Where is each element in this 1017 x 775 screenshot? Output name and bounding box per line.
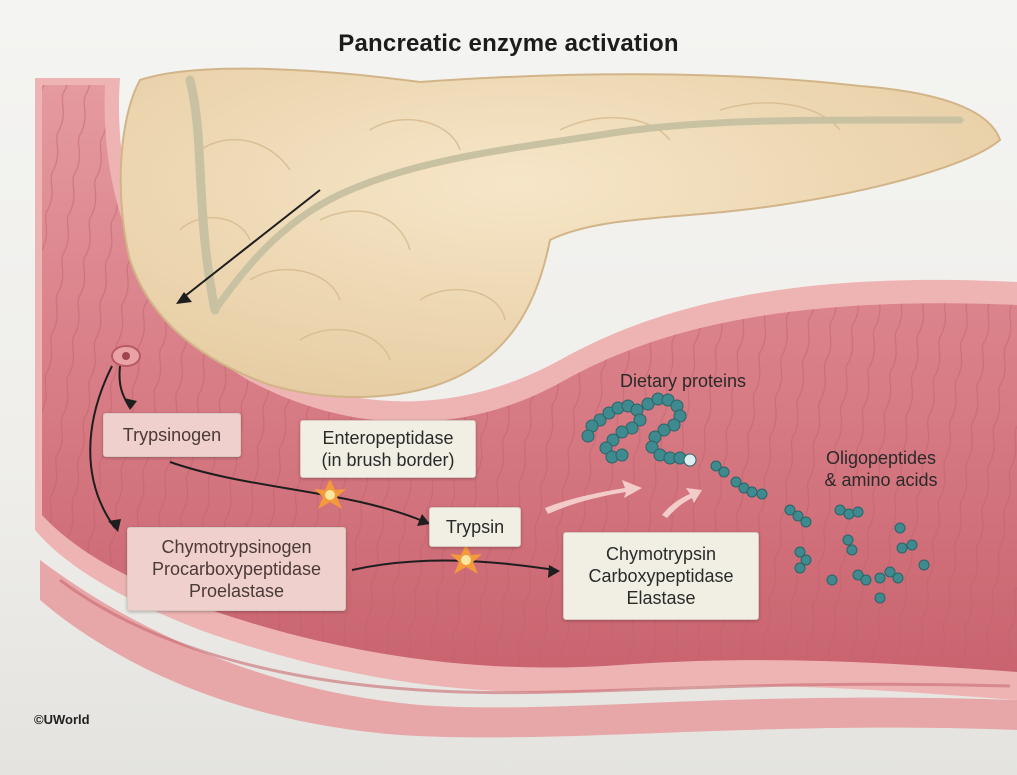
arrow-heads: [108, 398, 560, 578]
secretion-arrow-head: [176, 292, 192, 304]
diagram-title: Pancreatic enzyme activation: [338, 30, 679, 57]
intestine-lower-wall: [40, 560, 1017, 738]
enteropeptidase-label: Enteropeptidase: [322, 428, 454, 448]
chymotrypsinogen-label: Chymotrypsinogen: [161, 537, 312, 557]
carboxypeptidase-label: Carboxypeptidase: [588, 566, 734, 586]
common-bile-duct: [185, 75, 220, 315]
digestion-arrows: [545, 480, 702, 518]
oligopeptides-label-box: Oligopeptides & amino acids: [806, 447, 956, 491]
amino-acids-label: & amino acids: [824, 470, 938, 490]
enteropeptidase-box: Enteropeptidase (in brush border): [300, 420, 476, 478]
pancreas-lobules: [179, 102, 841, 361]
pancreas: [119, 67, 1002, 398]
oligopeptides-amino-acids: [710, 460, 930, 604]
trypsinogen-box: Trypsinogen: [103, 413, 241, 457]
copyright-text: ©UWorld: [34, 712, 90, 727]
trypsin-box: Trypsin: [429, 507, 521, 547]
trypsin-label: Trypsin: [445, 517, 505, 537]
trypsinogen-label: Trypsinogen: [122, 425, 222, 445]
zymogens-box: Chymotrypsinogen Procarboxypeptidase Pro…: [127, 527, 346, 611]
dietary-protein-chain: [581, 392, 697, 467]
elastase-label: Elastase: [626, 588, 696, 608]
dietary-proteins-label: Dietary proteins: [620, 371, 747, 391]
enteropeptidase-location: (in brush border): [321, 450, 455, 470]
activation-burst-enteropeptidase: [314, 479, 346, 509]
activation-burst-trypsin: [450, 544, 482, 574]
procarboxypeptidase-label: Procarboxypeptidase: [151, 559, 322, 579]
proelastase-label: Proelastase: [188, 581, 285, 601]
active-enzymes-box: Chymotrypsin Carboxypeptidase Elastase: [563, 532, 759, 620]
chymotrypsin-label: Chymotrypsin: [605, 544, 717, 564]
pancreatic-duct: [211, 116, 964, 314]
mucosal-folds: [42, 85, 1017, 672]
secretion-flow-arrow: [179, 189, 321, 301]
oligopeptides-label: Oligopeptides: [825, 448, 937, 468]
